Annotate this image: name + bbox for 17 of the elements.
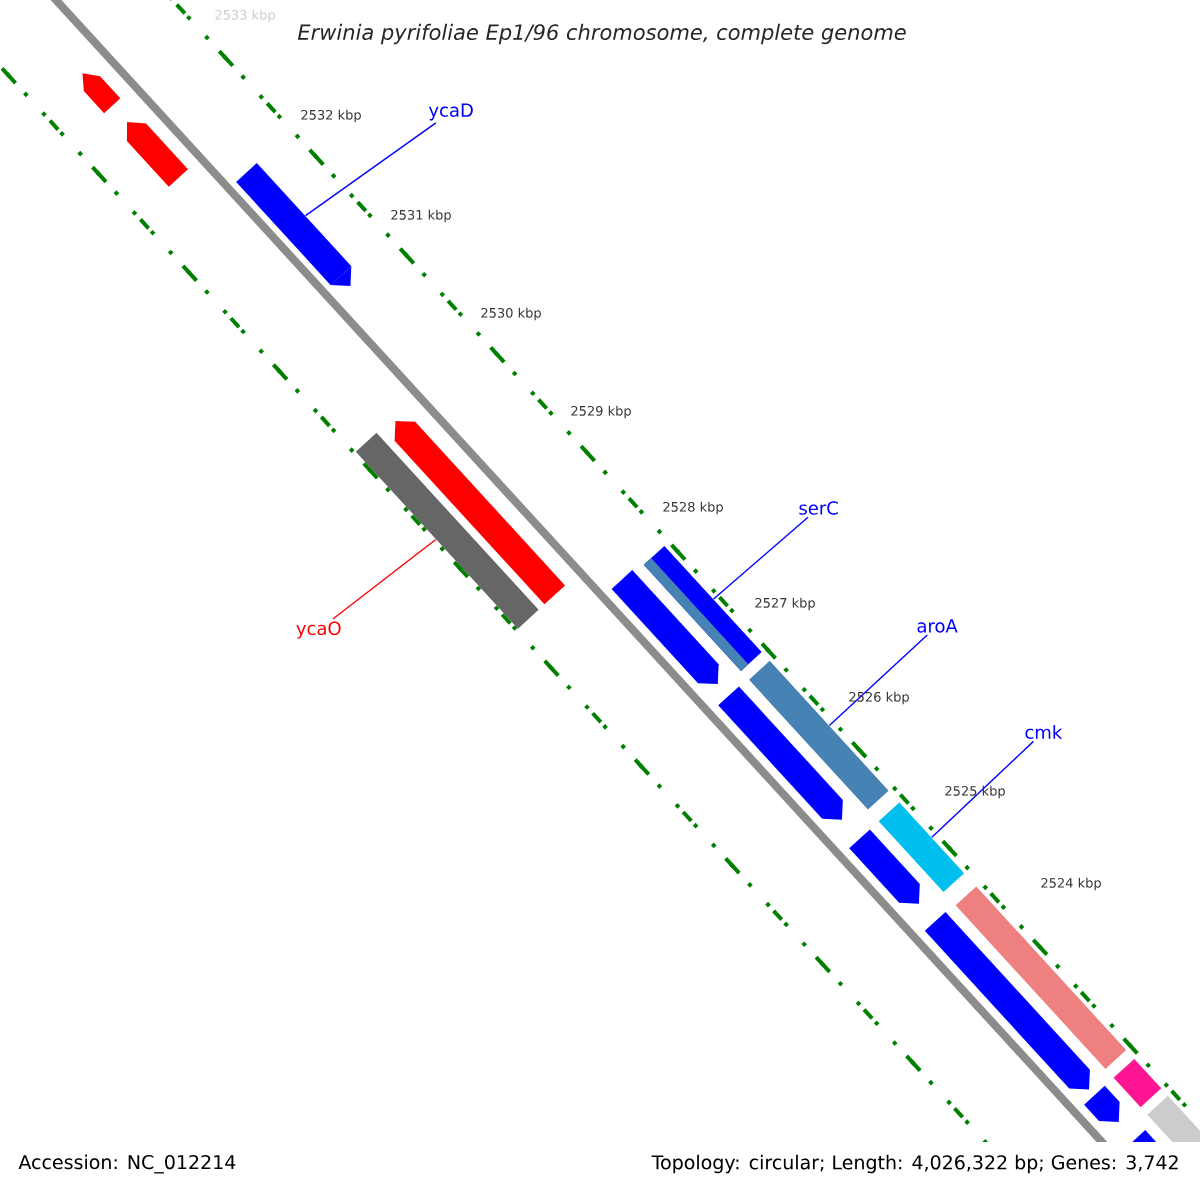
gene-label: ycaD xyxy=(428,103,473,121)
gene-label: cmk xyxy=(1025,725,1063,739)
leader-line xyxy=(828,634,928,727)
accession-text: Accession: NC_012214 xyxy=(18,1154,236,1174)
leader-line xyxy=(712,516,809,600)
gene-block xyxy=(878,802,965,893)
gene-label: serC xyxy=(799,501,838,515)
summary-text: Topology: circular; Length: 4,026,322 bp; Genes: 3,742 xyxy=(651,1154,1178,1174)
leader-line xyxy=(931,740,1035,839)
leader-line xyxy=(332,538,437,620)
gene-block xyxy=(236,163,352,286)
gene-label: ycaO xyxy=(296,621,341,639)
gene-label: aroA xyxy=(917,619,958,633)
gene-block xyxy=(355,432,539,629)
title: Erwinia pyrifoliae Ep1/96 chromosome, complete genome xyxy=(297,23,906,45)
leader-line xyxy=(304,122,437,217)
gene-block xyxy=(749,660,889,810)
